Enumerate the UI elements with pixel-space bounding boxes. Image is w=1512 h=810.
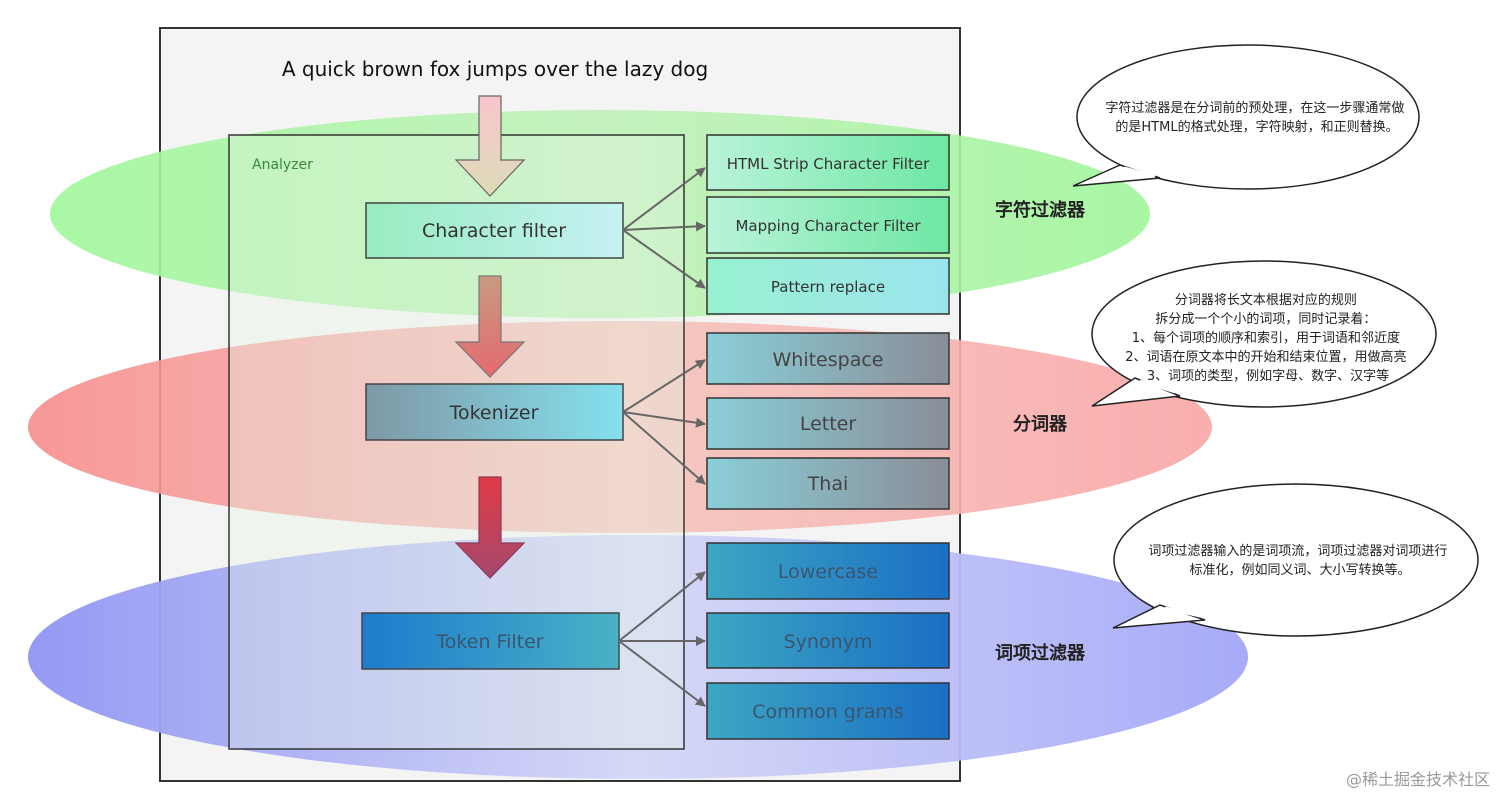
callout-tokenizer-line-1: 分词器将长文本根据对应的规则 bbox=[1175, 292, 1357, 308]
option-mapping-label: Mapping Character Filter bbox=[735, 217, 921, 235]
callout-token-filter-text: 词项过滤器输入的是词项流，词项过滤器对词项进行 标准化，例如同义词、大小写转换等… bbox=[1148, 543, 1451, 578]
option-letter-box bbox=[706, 397, 950, 450]
band-label-token-filter: 词项过滤器 bbox=[995, 642, 1086, 664]
callout-character-filter-text: 字符过滤器是在分词前的预处理，在这一步骤通常做 的是HTML的格式处理，字符映射… bbox=[1105, 100, 1408, 135]
option-html-strip-label: HTML Strip Character Filter bbox=[727, 155, 930, 173]
callout-character-filter-bubble bbox=[1076, 44, 1420, 190]
option-lowercase-label: Lowercase bbox=[778, 561, 878, 583]
option-common-grams-box bbox=[706, 682, 950, 740]
option-whitespace-box bbox=[706, 332, 950, 385]
option-synonym-label: Synonym bbox=[784, 631, 873, 653]
option-mapping-box bbox=[706, 196, 950, 254]
callout-character-filter-tail-mask bbox=[1123, 166, 1156, 178]
option-thai-box bbox=[706, 457, 950, 510]
callout-tokenizer-line-4: 2、词语在原文本中的开始和结束位置，用做高亮 bbox=[1125, 349, 1406, 365]
option-pattern-replace-box bbox=[706, 257, 950, 315]
analyzer-label: Analyzer bbox=[252, 157, 313, 173]
callout-tokenizer-tail-mask bbox=[1139, 379, 1176, 394]
callout-token-filter-tail-mask bbox=[1164, 606, 1201, 618]
tokenizer-box bbox=[365, 383, 624, 441]
arrow-down-3 bbox=[454, 476, 526, 579]
option-common-grams-label: Common grams bbox=[752, 701, 904, 723]
callout-token-filter-line-1: 词项过滤器输入的是词项流，词项过滤器对词项进行 bbox=[1148, 543, 1447, 559]
callout-token-filter-bubble bbox=[1113, 483, 1479, 637]
callout-tokenizer-bubble bbox=[1091, 260, 1437, 408]
band-label-character-filter: 字符过滤器 bbox=[995, 199, 1086, 221]
watermark: @稀土掘金技术社区 bbox=[1346, 770, 1490, 789]
token-filter-box bbox=[361, 612, 620, 670]
option-pattern-replace-label: Pattern replace bbox=[771, 278, 885, 296]
option-synonym-box bbox=[706, 612, 950, 669]
tokenizer-label: Tokenizer bbox=[449, 402, 539, 424]
callout-tokenizer-line-3: 1、每个词项的顺序和索引，用于词语和邻近度 bbox=[1132, 330, 1400, 346]
connectors bbox=[618, 167, 706, 707]
callout-tokenizer-line-5: 3、词项的类型，例如字母、数字、汉字等 bbox=[1147, 368, 1389, 384]
callout-character-filter-line-1: 字符过滤器是在分词前的预处理，在这一步骤通常做 bbox=[1105, 100, 1404, 116]
token-filter-label: Token Filter bbox=[435, 631, 543, 653]
band-label-tokenizer: 分词器 bbox=[1013, 414, 1068, 435]
option-thai-label: Thai bbox=[807, 473, 849, 495]
option-lowercase-box bbox=[706, 542, 950, 600]
option-whitespace-label: Whitespace bbox=[773, 349, 884, 371]
input-sentence: A quick brown fox jumps over the lazy do… bbox=[282, 57, 708, 81]
callout-character-filter-line-2: 的是HTML的格式处理，字符映射，和正则替换。 bbox=[1115, 119, 1398, 135]
callout-tokenizer-text: 分词器将长文本根据对应的规则 拆分成一个个小的词项，同时记录着： 1、每个词项的… bbox=[1125, 292, 1410, 384]
callout-tokenizer-line-2: 拆分成一个个小的词项，同时记录着： bbox=[1155, 311, 1376, 327]
arrow-down-2 bbox=[454, 275, 526, 378]
callout-token-filter-line-2: 标准化，例如同义词、大小写转换等。 bbox=[1189, 562, 1410, 578]
character-filter-label: Character filter bbox=[422, 220, 566, 242]
arrow-down-1 bbox=[454, 95, 526, 197]
option-html-strip-box bbox=[706, 134, 950, 191]
option-letter-label: Letter bbox=[800, 413, 857, 435]
